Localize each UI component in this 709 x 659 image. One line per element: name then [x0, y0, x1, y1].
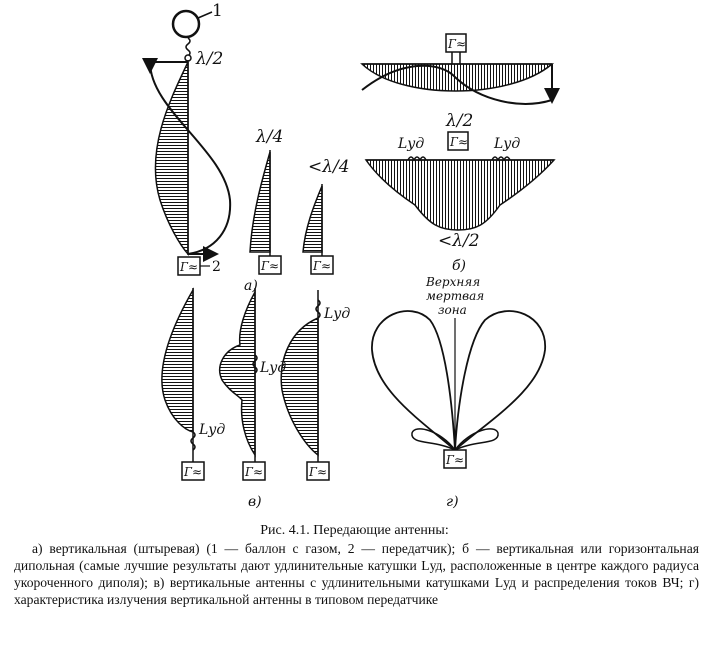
- transmitter-marker: 2: [212, 259, 221, 275]
- dipole-current: [360, 63, 555, 92]
- transmitter-symbol: Г≈: [445, 453, 464, 467]
- label-inductor-v3: Lуд: [323, 306, 350, 322]
- antenna-v2-current: [219, 289, 256, 458]
- panel-v: Lуд Г≈ Lуд Г≈ Lуд Г≈ в): [161, 287, 350, 510]
- panel-letter-g: г): [446, 494, 459, 510]
- gas-bulb: [171, 9, 201, 39]
- zone-label-line2: мертвая: [426, 289, 484, 303]
- coil-top: [185, 37, 191, 57]
- transmitter-box-short: [310, 255, 334, 275]
- transmitter-box-v3: [306, 461, 330, 481]
- transmitter-symbol: Г≈: [308, 465, 327, 479]
- transmitter-symbol: Г≈: [447, 37, 466, 51]
- antenna-figure: 1 λ/2 Г≈ 2 λ/4 Г≈ <λ/4 Г≈ а) Г≈: [142, 1, 560, 510]
- radiation-lobe-right: [453, 310, 546, 453]
- quarter-wave-antenna: [249, 151, 271, 253]
- transmitter-box-v2: [242, 461, 266, 481]
- label-inductor-right: Lуд: [493, 136, 520, 152]
- coil-right: [491, 156, 511, 162]
- panel-b: Г≈ λ/2 Г≈ Lуд Lуд <λ/2 б): [360, 33, 560, 274]
- label-less-quarter-wave: <λ/4: [308, 157, 350, 177]
- dipole-voltage: [361, 64, 553, 105]
- panel-letter-b: б): [452, 258, 466, 274]
- figure-caption: Рис. 4.1. Передающие антенны: а) вертика…: [0, 522, 709, 608]
- zone-label-line3: зона: [438, 303, 467, 317]
- transmitter-box-quarter: [258, 255, 282, 275]
- transmitter-symbol: Г≈: [244, 465, 263, 479]
- current-distribution: [154, 61, 189, 256]
- short-antenna: [302, 185, 323, 253]
- transmitter-symbol: Г≈: [312, 259, 331, 273]
- panel-g: Верхняя мертвая зона Г≈ г): [371, 275, 546, 510]
- panel-a: 1 λ/2 Г≈ 2 λ/4 Г≈ <λ/4 Г≈ а): [142, 1, 350, 294]
- short-dipole-transmitter: [447, 131, 469, 151]
- coil-v3: [315, 299, 321, 319]
- label-dipole-short: <λ/2: [438, 231, 480, 251]
- side-lobe-right: [454, 428, 499, 451]
- label-inductor-v2: Lуд: [259, 360, 286, 376]
- voltage-curve: [149, 61, 232, 255]
- radiation-lobe-left: [371, 310, 457, 453]
- label-half-wave: λ/2: [195, 49, 223, 69]
- coil-v1: [190, 431, 196, 451]
- antenna-v3-current: [280, 316, 319, 457]
- transmitter-symbol: Г≈: [183, 465, 202, 479]
- panel-letter-v: в): [248, 494, 262, 510]
- label-quarter-wave: λ/4: [255, 127, 283, 147]
- transmitter-symbol: Г≈: [260, 259, 279, 273]
- zone-label-line1: Верхняя: [425, 275, 480, 289]
- transmitter-symbol: Г≈: [179, 260, 198, 274]
- caption-body: а) вертикальная (штыревая) (1 — баллон с…: [14, 541, 699, 607]
- dipole-transmitter: [445, 33, 467, 53]
- short-dipole-current: [364, 159, 556, 231]
- side-lobe-left: [411, 428, 456, 451]
- transmitter-symbol: Г≈: [449, 135, 468, 149]
- transmitter-box-v1: [181, 461, 205, 481]
- antenna-v1-current: [161, 287, 194, 433]
- gas-bulb-marker: 1: [212, 1, 223, 21]
- coil-v2: [252, 354, 258, 374]
- label-inductor-left: Lуд: [397, 136, 424, 152]
- label-dipole-half-wave: λ/2: [445, 111, 473, 131]
- coil-left: [407, 156, 427, 162]
- transmitter-box-g: [443, 449, 467, 469]
- label-inductor-v1: Lуд: [198, 422, 225, 438]
- caption-title: Рис. 4.1. Передающие антенны:: [260, 523, 449, 538]
